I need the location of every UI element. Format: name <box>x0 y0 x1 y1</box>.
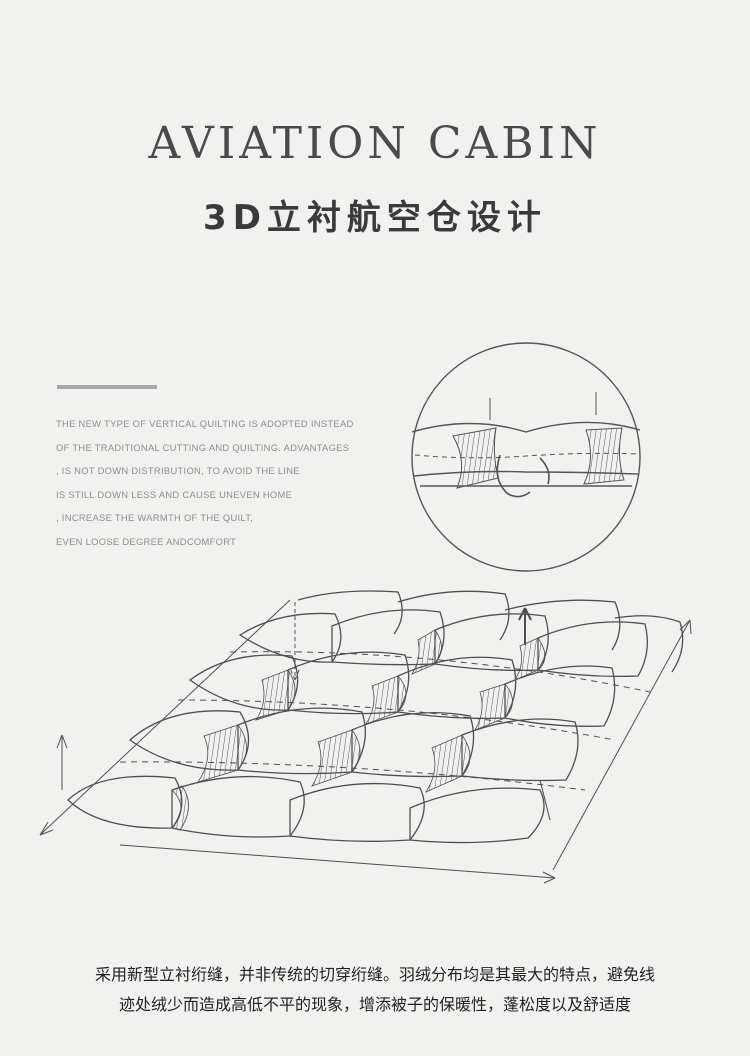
description-block: THE NEW TYPE OF VERTICAL QUILTING IS ADO… <box>56 412 396 553</box>
caption-line-2: 迹处绒少而造成高低不平的现象，增添被子的保暖性，蓬松度以及舒适度 <box>118 995 631 1014</box>
description-line: OF THE TRADITIONAL CUTTING AND QUILTING.… <box>56 441 350 453</box>
description-line: THE NEW TYPE OF VERTICAL QUILTING IS ADO… <box>56 418 354 429</box>
title-chinese: 3D立衬航空仓设计 <box>203 198 547 238</box>
detail-magnifier <box>411 342 641 572</box>
title-english: AVIATION CABIN <box>148 118 602 169</box>
description-line: IS STILL DOWN LESS AND CAUSE UNEVEN HOME <box>56 488 293 500</box>
caption-line-1: 采用新型立衬绗缝，并非传统的切穿绗缝。羽绒分布均是其最大的特点，避免线 <box>94 965 655 984</box>
description-line: , IS NOT DOWN DISTRIBUTION, TO AVOID THE… <box>56 465 300 476</box>
description-line: , INCREASE THE WARMTH OF THE QUILT, <box>56 512 254 523</box>
description-line: EVEN LOOSE DEGREE ANDCOMFORT <box>56 535 237 547</box>
chinese-caption: 采用新型立衬绗缝，并非传统的切穿绗缝。羽绒分布均是其最大的特点，避免线 迹处绒少… <box>20 960 730 1020</box>
accent-divider <box>57 385 157 389</box>
quilt-drawing <box>39 590 692 884</box>
